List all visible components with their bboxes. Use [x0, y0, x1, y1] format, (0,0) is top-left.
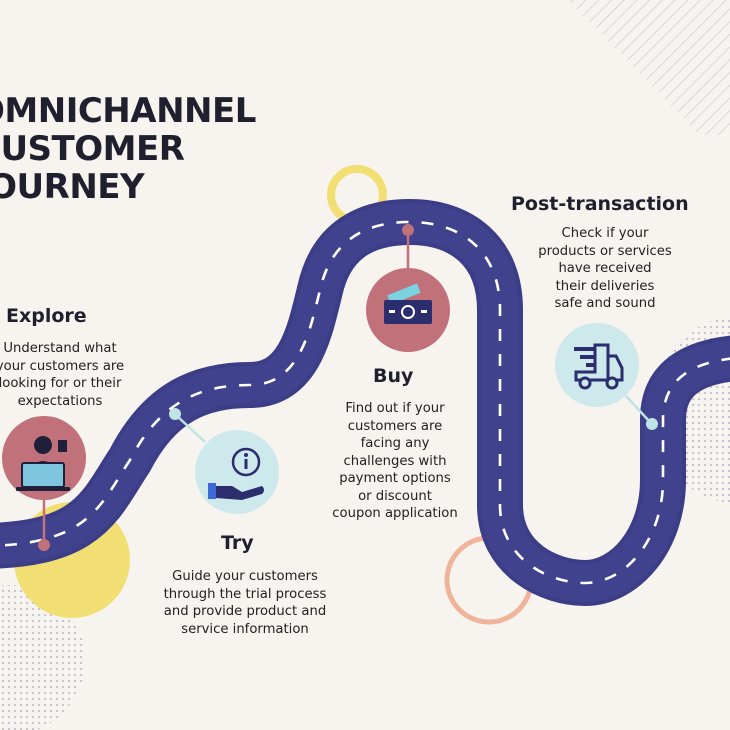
- stage-try-description: Guide your customers through the trial p…: [163, 569, 327, 637]
- hatch-decoration: [568, 0, 730, 135]
- stage-post-transaction-marker: [555, 323, 658, 430]
- stage-try-marker: [169, 408, 279, 514]
- laptop-user-icon: [16, 436, 70, 491]
- stage-buy-description: Find out if your customers are facing an…: [332, 401, 458, 521]
- money-icon: [384, 283, 432, 324]
- dot-pattern-decoration: [0, 585, 85, 730]
- stage-explore-marker: [2, 416, 86, 551]
- road-lane-markings: [0, 220, 730, 585]
- hand-info-icon: [208, 447, 264, 500]
- stage-try-title: Try: [221, 532, 254, 554]
- delivery-truck-icon: [574, 343, 624, 390]
- stage-post-transaction-title: Post-transaction: [511, 193, 689, 215]
- stage-buy-title: Buy: [373, 365, 414, 387]
- stage-post-transaction-description: Check if your products or services have …: [538, 226, 672, 311]
- page-title: OMNICHANNEL CUSTOMER JOURNEY: [0, 91, 256, 207]
- stage-explore-title: Explore: [6, 305, 87, 327]
- stage-buy-marker: [366, 224, 450, 352]
- stage-explore-description: Understand what your customers are looki…: [0, 341, 125, 409]
